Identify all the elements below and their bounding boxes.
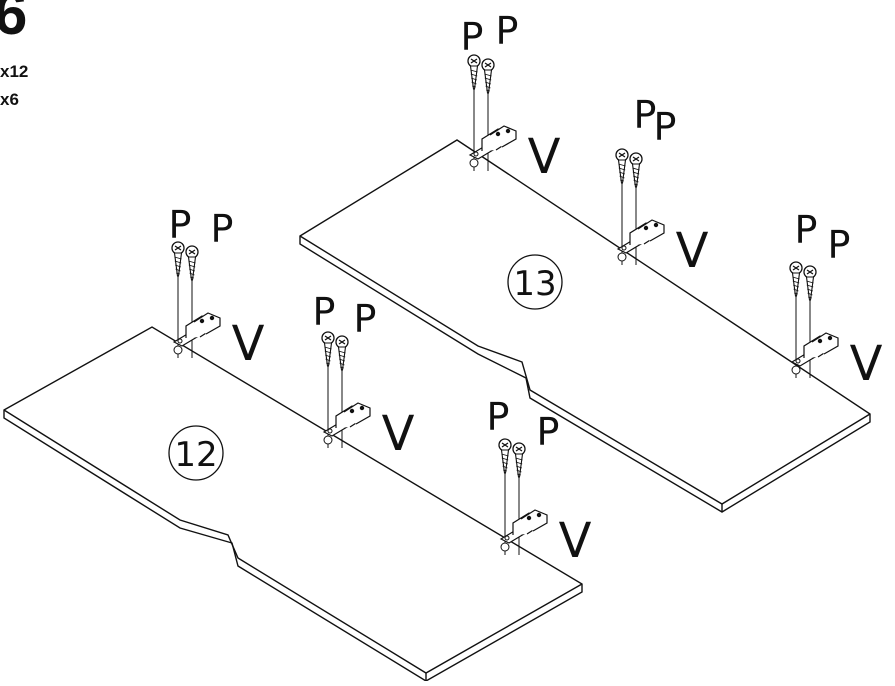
hinge-icon (500, 509, 548, 552)
screw-callout-label: P (313, 290, 336, 334)
screw-icon (803, 265, 817, 301)
panel-13 (299, 139, 871, 513)
screw-icon (171, 241, 185, 277)
panel-12 (3, 326, 583, 682)
screw-icon (615, 148, 629, 184)
hinge-quantity: x6 (0, 90, 19, 109)
panel-number-13: 13 (513, 264, 556, 304)
screw-icon (467, 54, 481, 90)
screw-callout-label: P (537, 410, 560, 454)
hinge-icon (173, 312, 221, 355)
hinge-callout-label: V (528, 129, 561, 185)
screw-icon (512, 442, 526, 478)
screw-callout-label: P (461, 15, 484, 59)
hinge-callout-label: V (676, 223, 709, 279)
hinge-callout-label: V (232, 316, 265, 372)
screw-icon (321, 331, 335, 367)
screw-callout-label: P (795, 208, 818, 252)
panel-label-12: 12 (168, 425, 224, 481)
screw-callout-label: P (654, 105, 677, 149)
screw-quantity: x12 (0, 62, 29, 81)
screw-icon (185, 245, 199, 281)
screw-icon (335, 335, 349, 371)
screw-callout-label: P (211, 207, 234, 251)
hinge-icon (617, 219, 665, 262)
screw-callout-label: P (487, 395, 510, 439)
hinge-icon (791, 332, 839, 375)
screw-callout-label: P (496, 9, 519, 53)
hinge-callout-label: V (559, 513, 592, 569)
hinge-callout-label: V (382, 406, 415, 462)
hinge-icon (469, 125, 517, 168)
hinge-assembly: PP V (615, 93, 709, 279)
hinge-icon (323, 402, 371, 445)
screw-icon (498, 438, 512, 474)
panel-label-13: 13 (507, 254, 563, 310)
screw-callout-label: P (828, 223, 851, 267)
screw-icon (789, 261, 803, 297)
screw-icon (481, 58, 495, 94)
screw-callout-label: P (634, 93, 657, 137)
screw-callout-label: P (354, 297, 377, 341)
screw-callout-label: P (169, 203, 192, 247)
panel-number-12: 12 (174, 435, 217, 475)
step-number: 6 (0, 0, 28, 47)
screw-icon (629, 152, 643, 188)
hinge-callout-label: V (850, 336, 883, 392)
